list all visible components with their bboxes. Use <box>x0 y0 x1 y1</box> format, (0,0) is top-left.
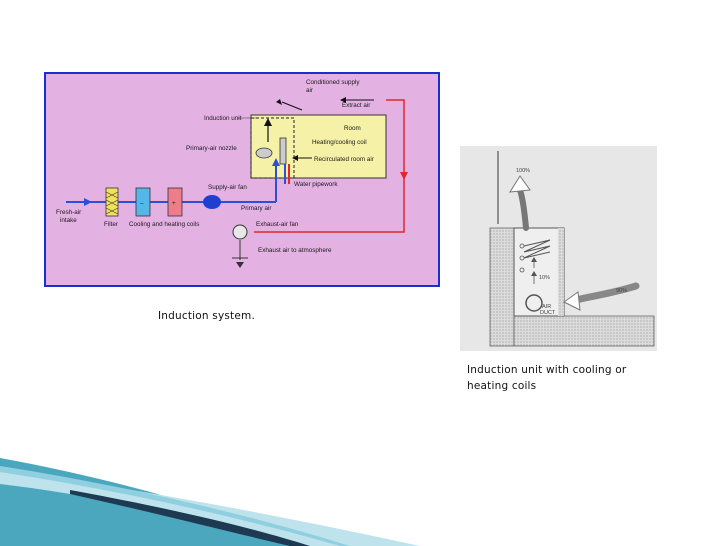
label-exhaust-air-fan: Exhaust-air fan <box>256 221 299 228</box>
caption-induction-system: Induction system. <box>158 310 255 322</box>
sketch-inflow-arrow <box>572 282 640 304</box>
supply-air-fan <box>203 195 221 209</box>
label-supply-air-fan: Supply-air fan <box>208 184 247 191</box>
sketch-outflow-arrow <box>517 187 529 231</box>
swoosh-navy <box>70 490 310 546</box>
room-box <box>250 114 387 179</box>
conditioned-air-arrowhead <box>276 99 282 105</box>
conditioned-air-arrow <box>281 101 303 111</box>
label-fresh-air-intake-1: Fresh-air <box>56 209 81 216</box>
sketch-up-arrowhead-1 <box>531 271 537 276</box>
label-recirculated-room-air: Recirculated room air <box>314 156 374 163</box>
sketch-coil-pipe-2 <box>519 255 525 261</box>
extract-duct-arrowhead <box>400 172 408 180</box>
label-water-pipework: Water pipework <box>294 181 338 188</box>
sketch-unit-face <box>558 228 564 316</box>
label-induction-unit: Induction unit <box>204 115 242 122</box>
label-room: Room <box>344 125 361 132</box>
sketch-label-100: 100% <box>516 168 530 174</box>
caption-induction-unit: Induction unit with cooling or heating c… <box>467 364 627 392</box>
cooling-coil <box>135 187 151 217</box>
label-extract-air: Extract air <box>342 102 370 109</box>
extract-duct <box>254 99 405 233</box>
label-conditioned-supply-air-2: air <box>306 87 313 94</box>
sketch-label-90: 90% <box>616 288 627 294</box>
sketch-label-air: AIR <box>542 304 551 310</box>
sketch-up-arrowhead-2 <box>531 257 537 262</box>
extract-air-arrowhead <box>340 97 346 103</box>
induction-unit-sketch: 100% 10% 90% AIR DUCT <box>460 146 657 351</box>
cooling-coil-symbol: – <box>140 200 144 207</box>
label-primary-air: Primary air <box>241 205 271 212</box>
heating-coil <box>167 187 183 217</box>
label-filter: Filter <box>104 221 118 228</box>
label-exhaust-air-to-atmosphere: Exhaust air to atmosphere <box>258 247 332 254</box>
sketch-outflow-arrowhead <box>509 175 531 193</box>
sketch-floor <box>513 315 655 347</box>
exhaust-air-fan <box>232 224 248 240</box>
sketch-wall <box>489 227 515 347</box>
diagram-background <box>44 72 440 287</box>
fresh-air-intake-arrowhead <box>84 198 92 206</box>
sketch-inflow-arrowhead <box>563 291 581 311</box>
recirculated-air-arrowhead <box>292 155 298 161</box>
swoosh-highlight <box>0 466 350 546</box>
filter <box>105 187 119 217</box>
sketch-coil <box>523 239 551 259</box>
label-conditioned-supply-air-1: Conditioned supply <box>306 79 360 86</box>
label-cooling-heating-coils: Cooling and heating coils <box>129 221 199 228</box>
sketch-air-duct <box>525 294 543 312</box>
heating-cooling-coil <box>279 137 287 165</box>
label-primary-air-nozzle: Primary-air nozzle <box>186 145 237 152</box>
exhaust-outlet-arrowhead <box>236 262 244 268</box>
induction-system-diagram: – + Conditioned supply air Extract air I… <box>44 72 440 287</box>
label-heating-cooling-coil: Heating/cooling coil <box>312 139 367 146</box>
heating-coil-symbol: + <box>172 200 176 207</box>
label-fresh-air-intake-2: intake <box>60 217 77 224</box>
sketch-coil-pipe-3 <box>519 267 525 273</box>
filter-pattern <box>105 191 119 215</box>
sketch-label-duct: DUCT <box>540 310 556 316</box>
sketch-coil-pipe-1 <box>519 243 525 249</box>
sketch-label-10: 10% <box>539 275 550 281</box>
primary-air-nozzle <box>255 147 273 159</box>
supply-duct-riser-arrowhead <box>272 158 280 166</box>
supply-air-up-arrowhead <box>264 118 272 126</box>
induction-unit-cabinet <box>250 117 295 179</box>
footer-swoosh <box>0 458 420 546</box>
